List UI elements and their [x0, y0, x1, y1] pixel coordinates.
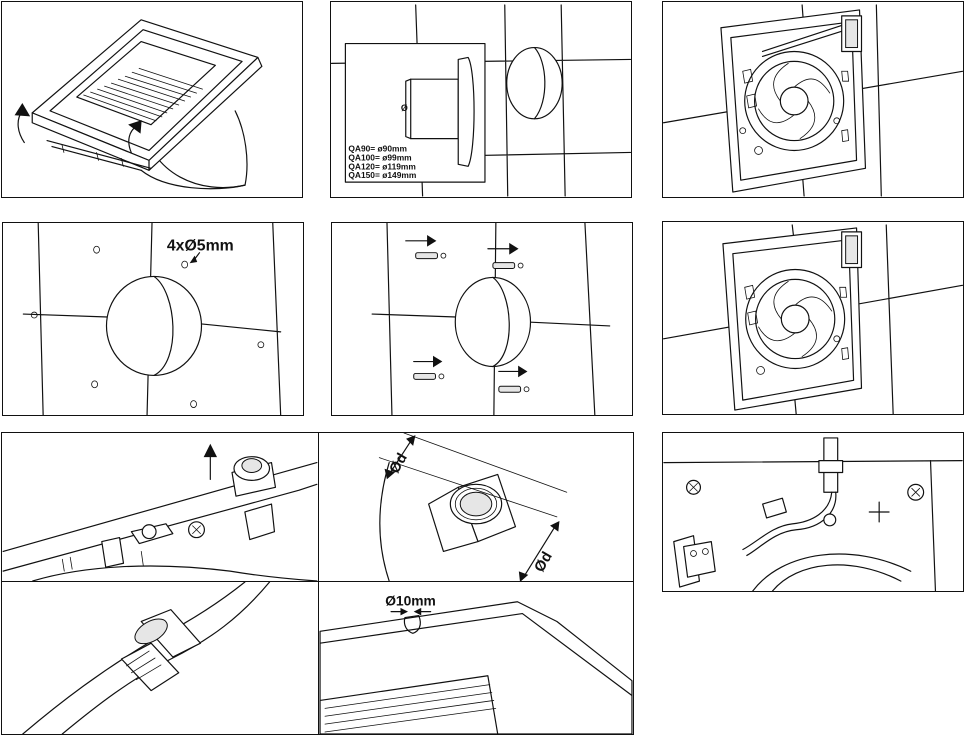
holes-label: 4xØ5mm	[167, 238, 234, 255]
panel-backplate-placement	[662, 1, 964, 198]
panel-grommet-removal	[1, 432, 319, 582]
panel-drain-hole: Ø10mm	[318, 581, 634, 735]
grommet-diameter-illustration: Ød Ød	[378, 433, 568, 581]
drain-hole-illustration: Ø10mm	[319, 593, 633, 734]
wall-opening-illustration: Ø QA90= ø90mm QA100= ø99mm QA120= ø119mm…	[331, 4, 631, 197]
panel-backplate-fixed	[662, 221, 964, 415]
cable-grommet-illustration	[22, 582, 271, 734]
backplate-fixed-illustration	[663, 224, 963, 414]
drill-holes-illustration: 4xØ5mm	[22, 223, 282, 415]
diameter-label-bottom: Ød	[532, 549, 556, 575]
drain-hole-label: Ø10mm	[385, 593, 436, 609]
size-line-qa120: QA120= ø119mm	[348, 161, 416, 171]
size-line-qa90: QA90= ø90mm	[348, 143, 407, 153]
backplate-placement-illustration	[663, 4, 963, 197]
size-line-qa100: QA100= ø99mm	[348, 152, 411, 162]
panel-wiring	[662, 432, 964, 592]
wall-plugs-illustration	[371, 223, 611, 415]
panel-insert-wall-plugs	[331, 222, 633, 416]
wiring-illustration	[663, 437, 963, 591]
panel-cover-removal	[1, 1, 303, 198]
inner-diameter-mark: Ø	[401, 103, 408, 113]
panel-wall-opening-sizes: Ø QA90= ø90mm QA100= ø99mm QA120= ø119mm…	[330, 1, 632, 198]
size-line-qa150: QA150= ø149mm	[348, 170, 416, 180]
cover-removal-illustration	[14, 19, 263, 190]
grommet-removal-illustration	[2, 443, 318, 581]
panel-grommet-diameter: Ød Ød	[318, 432, 634, 582]
panel-cable-through-grommet	[1, 581, 319, 735]
panel-drill-holes: 4xØ5mm	[2, 222, 304, 416]
